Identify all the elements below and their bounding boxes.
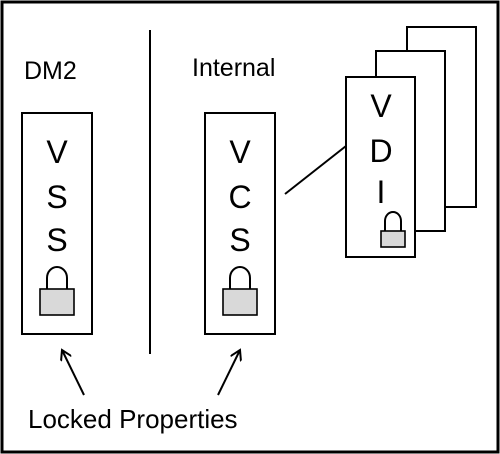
padlock-icon — [380, 211, 406, 248]
vcs-vdi-connector — [284, 145, 347, 195]
vss-box-letter: S — [46, 179, 67, 215]
stacked-box-front: V D I — [345, 76, 416, 258]
vcs-box-letter: S — [229, 222, 250, 258]
stacked-box-letter: V — [370, 88, 392, 124]
vss-box-letter: V — [46, 134, 68, 170]
arrow-icon — [217, 350, 240, 396]
left-section-title: DM2 — [24, 57, 77, 85]
vcs-box-letter: V — [229, 134, 251, 170]
vcs-box: V C S — [204, 112, 276, 335]
vss-box-letter: S — [46, 222, 67, 258]
padlock-icon — [39, 266, 75, 316]
stacked-box-letter: I — [377, 174, 386, 210]
padlock-icon — [222, 266, 258, 316]
vcs-box-letter: C — [228, 179, 251, 215]
arrow-icon — [62, 350, 85, 396]
right-section-title: Internal — [192, 54, 275, 82]
stacked-box-front-rect — [345, 76, 416, 258]
stacked-box-letter: D — [369, 133, 392, 169]
locked-properties-caption: Locked Properties — [28, 404, 238, 434]
vss-box: V S S — [21, 112, 93, 335]
